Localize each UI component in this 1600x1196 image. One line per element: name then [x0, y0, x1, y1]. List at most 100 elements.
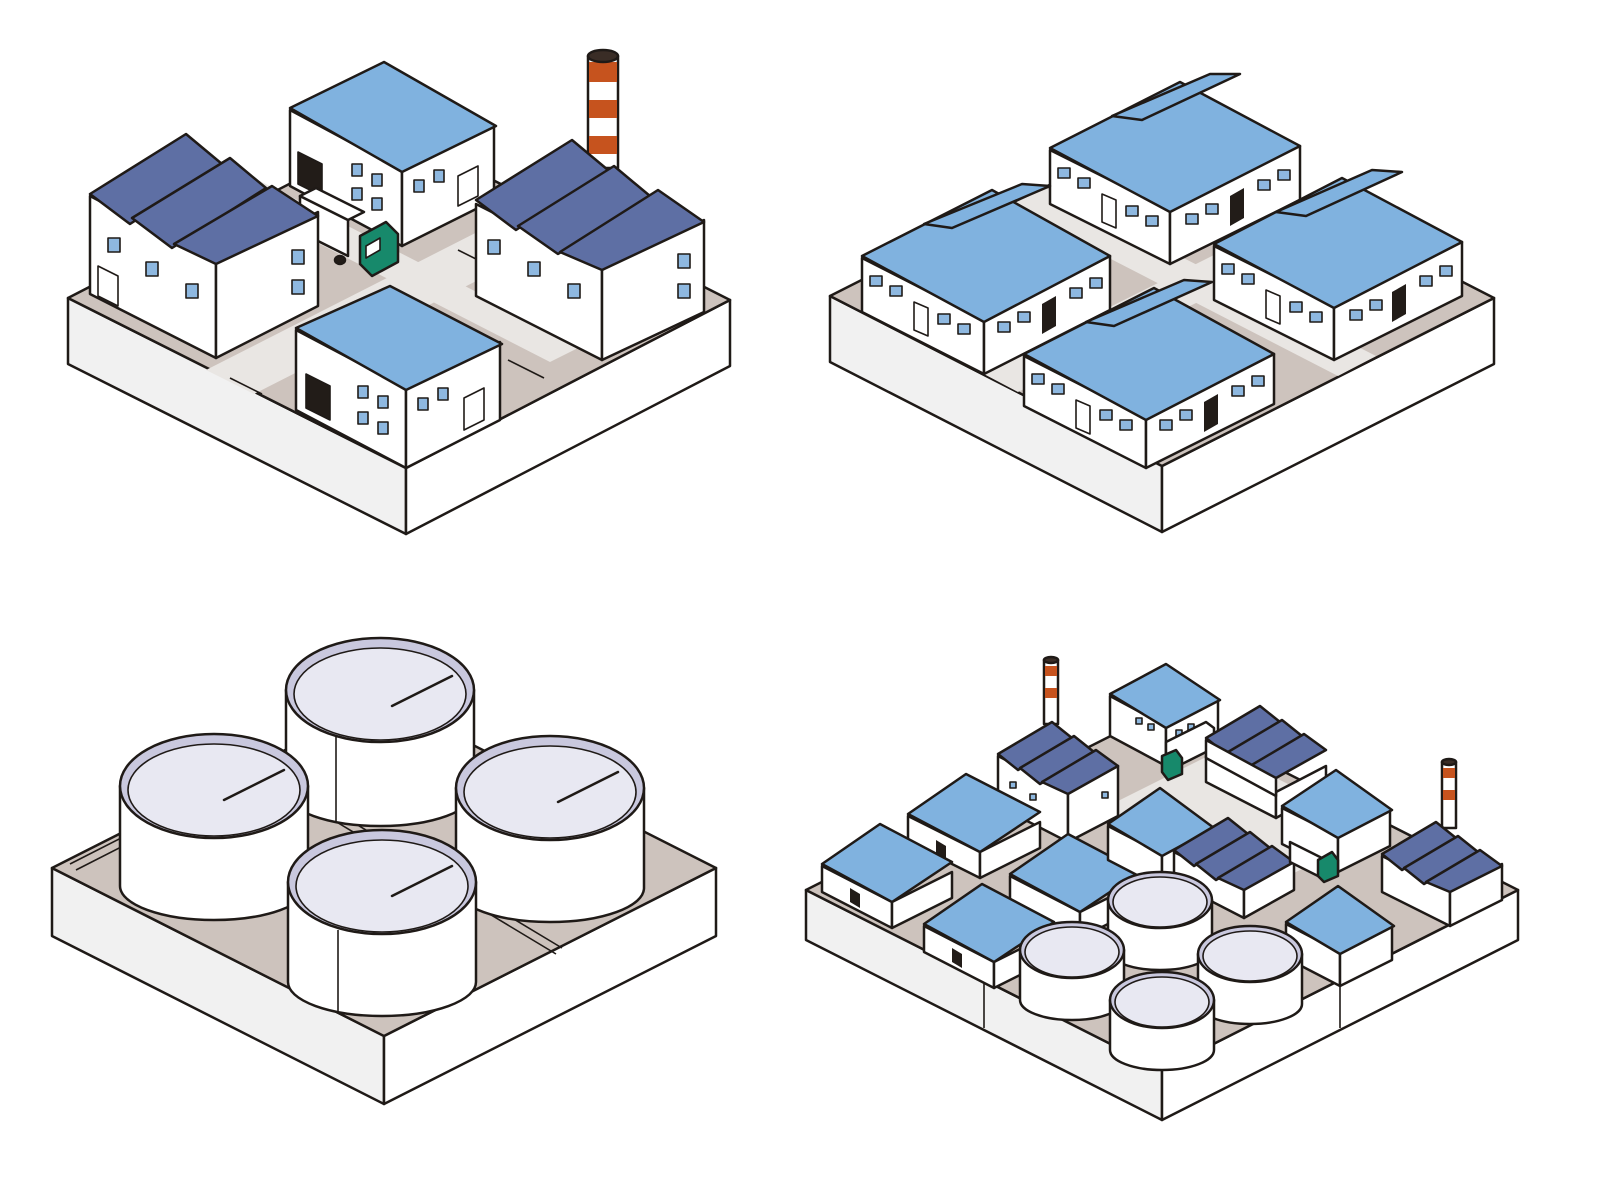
warehouse-part — [1185, 213, 1199, 225]
warehouse-part — [1289, 301, 1303, 313]
storage-tank-part — [463, 745, 637, 839]
warehouse — [906, 772, 1042, 880]
warehouse-part — [1017, 311, 1031, 323]
smokestack-part — [1443, 768, 1455, 778]
sawtooth-factory-part — [130, 156, 268, 250]
delivery-truck — [1288, 840, 1340, 884]
storage-tank-part — [1114, 976, 1210, 1028]
warehouse-part — [1392, 284, 1406, 322]
road-marking — [507, 359, 545, 379]
delivery-truck-part — [298, 186, 366, 222]
sawtooth-factory-part — [145, 261, 159, 277]
smokestack-part — [1440, 757, 1458, 767]
office-building-part — [1280, 768, 1394, 840]
sawtooth-factory-part — [558, 188, 706, 272]
warehouse-part — [889, 285, 903, 297]
warehouse-part — [1204, 394, 1218, 432]
warehouse-part — [1419, 275, 1433, 287]
warehouse-part — [1075, 399, 1091, 435]
storage-tank-part — [1024, 926, 1120, 978]
warehouse — [820, 822, 954, 930]
warehouse-part — [1051, 383, 1065, 395]
delivery-truck-part — [333, 254, 347, 266]
warehouse-part — [922, 182, 1052, 230]
sawtooth-factory-part — [107, 237, 121, 253]
tank-farm-block-panel — [50, 636, 718, 1106]
warehouse-part — [890, 870, 954, 930]
warehouse — [1212, 168, 1464, 362]
warehouse-part — [1145, 215, 1159, 227]
sawtooth-factory-part — [1040, 748, 1120, 796]
sawtooth-factory — [1380, 820, 1504, 928]
warehouse-part — [1221, 263, 1235, 275]
warehouse-part — [820, 822, 954, 904]
office-building-part — [351, 187, 363, 201]
office-building-part — [1108, 662, 1222, 730]
warehouse-part — [1205, 203, 1219, 215]
delivery-truck-part — [1316, 850, 1340, 884]
warehouse-part — [1125, 205, 1139, 217]
smokestack-part — [586, 48, 620, 64]
sawtooth-factory-part — [527, 261, 541, 277]
storage-tank-part — [295, 839, 469, 933]
office-building-part — [1135, 717, 1143, 725]
sawtooth-factory-part — [1009, 781, 1017, 789]
smokestack — [1042, 655, 1060, 726]
sawtooth-factory-part — [291, 249, 305, 265]
storage-tank-part — [222, 768, 286, 802]
delivery-truck-part — [365, 237, 381, 259]
office-building-part — [437, 387, 449, 401]
storage-tank-part — [556, 770, 620, 804]
warehouse-part — [1042, 296, 1056, 334]
warehouse-part — [997, 321, 1011, 333]
warehouse-part — [1277, 169, 1291, 181]
factory-block-panel — [66, 48, 732, 536]
office-building-part — [463, 387, 485, 431]
storage-tank — [284, 636, 476, 828]
smokestack-part — [1443, 790, 1455, 800]
warehouse-part — [1212, 176, 1464, 310]
warehouse-part — [1159, 419, 1173, 431]
warehouse-part — [1069, 287, 1083, 299]
warehouse-part — [1251, 375, 1265, 387]
storage-tank-part — [293, 647, 467, 741]
storage-tank-part — [1112, 876, 1208, 928]
warehouse-part — [913, 301, 929, 337]
warehouse-block-panel — [828, 72, 1496, 534]
office-building-part — [288, 60, 498, 174]
sawtooth-factory-part — [1029, 793, 1037, 801]
office-building-part — [433, 169, 445, 183]
storage-tank — [1196, 924, 1304, 1026]
warehouse-part — [869, 275, 883, 287]
warehouse-part — [1439, 265, 1453, 277]
road-marking — [229, 377, 263, 395]
office-building-part — [457, 165, 479, 207]
warehouse-part — [1241, 273, 1255, 285]
office-building-part — [413, 179, 425, 193]
warehouse-part — [1369, 299, 1383, 311]
warehouse-part — [1057, 167, 1071, 179]
smokestack — [1440, 757, 1458, 830]
warehouse-part — [906, 772, 1042, 854]
storage-tank — [1108, 970, 1216, 1072]
office-building-part — [357, 385, 369, 399]
sawtooth-factory-part — [677, 253, 691, 269]
smokestack-part — [1045, 666, 1057, 676]
warehouse-part — [1084, 278, 1214, 328]
sawtooth-factory-part — [487, 239, 501, 255]
smokestack-part — [589, 100, 617, 118]
warehouse-part — [1110, 72, 1242, 122]
sawtooth-factory — [1172, 816, 1296, 920]
sawtooth-factory — [996, 720, 1120, 844]
storage-tank — [118, 732, 310, 922]
office-building — [294, 284, 504, 470]
storage-tank — [286, 828, 478, 1018]
office-building-part — [1284, 884, 1396, 956]
office-building-part — [371, 197, 383, 211]
sawtooth-factory — [474, 138, 706, 362]
sawtooth-factory — [88, 132, 320, 360]
warehouse-part — [1274, 168, 1404, 218]
warehouse-part — [1119, 419, 1133, 431]
warehouse-part — [957, 323, 971, 335]
